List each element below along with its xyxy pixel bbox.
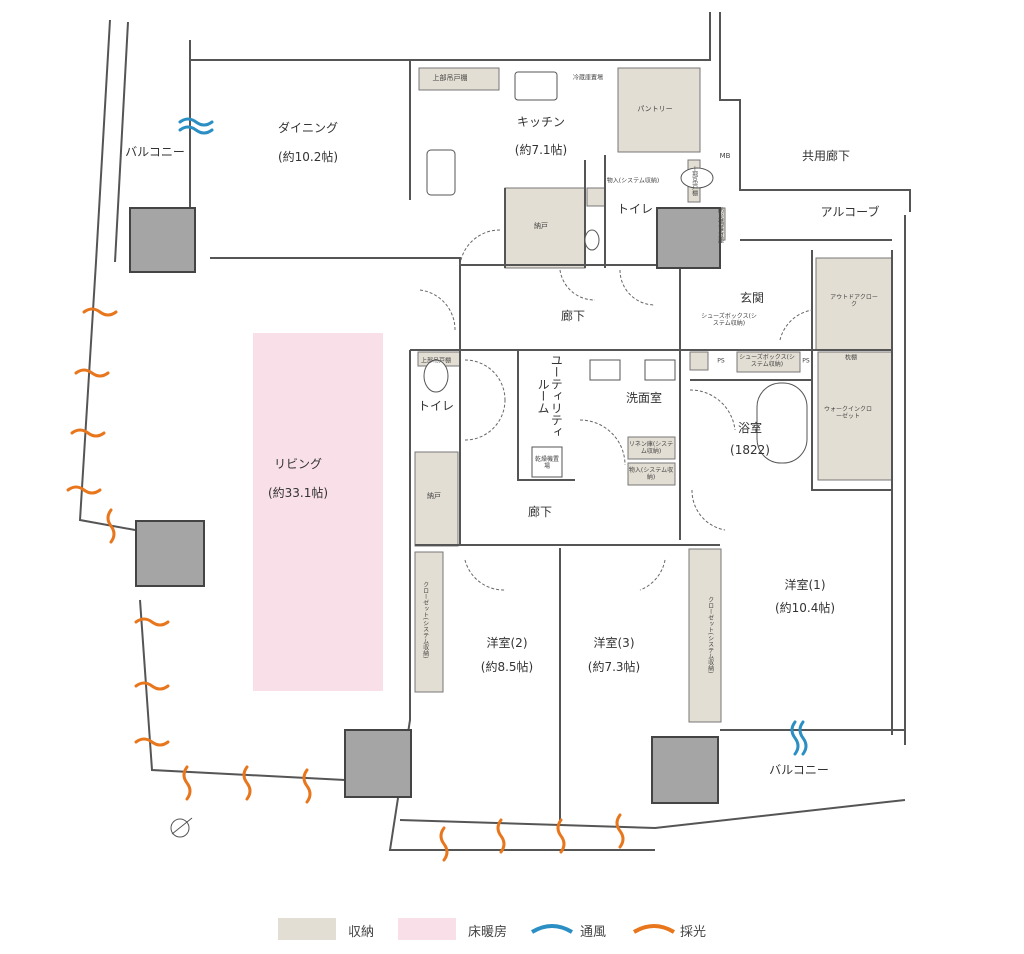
label-shoe-box1: シューズボックス(システム収納) (701, 312, 757, 327)
label-toilet1: トイレ (616, 201, 654, 216)
label-alcove: アルコーブ (820, 204, 880, 219)
label-bedroom1-area: (約10.4帖) (774, 600, 836, 615)
label-dining: ダイニング (277, 120, 339, 135)
label-dryer-space: 乾燥機置場 (535, 455, 560, 470)
label-closet2: クローゼット(システム収納) (421, 581, 429, 659)
label-fridge-space: 冷蔵庫置場 (572, 74, 604, 82)
walls (78, 12, 911, 851)
label-bedroom2-area: (約8.5帖) (480, 659, 534, 674)
label-shelf: 枕棚 (844, 354, 858, 362)
label-linen: リネン庫(システム収納) (628, 440, 674, 455)
legend-floor-heating: 床暖房 (468, 925, 508, 940)
floor-heating-swatch-icon (398, 918, 456, 940)
structural-columns (129, 207, 721, 804)
label-toilet1-storage: 物入(システム収納) (606, 177, 660, 185)
label-bedroom3: 洋室(3) (593, 635, 635, 650)
door-swings (419, 229, 813, 591)
label-living: リビング (273, 456, 323, 471)
ventilation-markers (178, 117, 808, 756)
label-living-area: (約33.1帖) (267, 485, 329, 500)
label-walk-in-closet: ウォークインクローゼット (824, 405, 873, 420)
label-bedroom1: 洋室(1) (784, 577, 826, 592)
label-toilet2-upper-cabinet: 上部吊戸棚 (420, 357, 452, 365)
label-bedroom3-area: (約7.3帖) (587, 659, 641, 674)
legend-ventilation: 通風 (580, 925, 607, 940)
storage-areas (414, 67, 893, 723)
lighting-markers (66, 307, 625, 862)
label-kitchen: キッチン (516, 114, 566, 129)
label-bath-size: (1822) (730, 442, 770, 457)
label-bath: 浴室 (737, 420, 763, 435)
legend: 収納 床暖房 通風 採光 (0, 918, 1024, 942)
label-toilet2: トイレ (417, 398, 455, 413)
label-entrance: 玄関 (739, 290, 765, 305)
label-kitchen-upper-cabinet: 上部吊戸棚 (432, 73, 468, 82)
label-common-corridor: 共用廊下 (801, 148, 851, 163)
legend-storage: 収納 (348, 925, 375, 940)
label-ps2: PS (802, 357, 810, 365)
lighting-wave-icon (632, 924, 676, 934)
label-balcony-se: バルコニー (769, 762, 829, 777)
storage-swatch-icon (278, 918, 336, 940)
label-hallway1: 廊下 (560, 308, 586, 323)
label-bedroom2: 洋室(2) (486, 635, 528, 650)
label-hallway2: 廊下 (527, 504, 553, 519)
label-balcony-nw: バルコニー (125, 144, 185, 159)
label-shoe-box2: シューズボックス(システム収納) (739, 353, 795, 368)
label-toilet1-upper-cabinet: 上部吊戸棚 (690, 166, 698, 196)
label-ps1: PS (717, 357, 725, 365)
north-arrow-icon (170, 817, 193, 838)
label-storeroom1: 納戸 (534, 221, 548, 230)
label-washroom-storage: 物入(システム収納) (628, 466, 674, 481)
label-closet3: クローゼット(システム収納) (706, 596, 714, 674)
label-outdoor-cloak: アウトドアクローク (830, 293, 878, 308)
label-utility: ユーティリティルーム (536, 354, 564, 438)
label-mb: MB (719, 151, 731, 160)
label-washroom: 洗面室 (625, 390, 663, 405)
label-kitchen-area: (約7.1帖) (514, 142, 568, 157)
fixtures (423, 71, 808, 478)
label-disaster-storage: 防災備蓄倉庫 (716, 207, 724, 243)
ventilation-wave-icon (530, 924, 574, 934)
label-storeroom2: 納戸 (427, 491, 441, 500)
floor-heating-area (253, 333, 383, 691)
legend-lighting: 採光 (680, 925, 707, 940)
label-dining-area: (約10.2帖) (277, 149, 339, 164)
label-pantry: パントリー (637, 104, 673, 113)
